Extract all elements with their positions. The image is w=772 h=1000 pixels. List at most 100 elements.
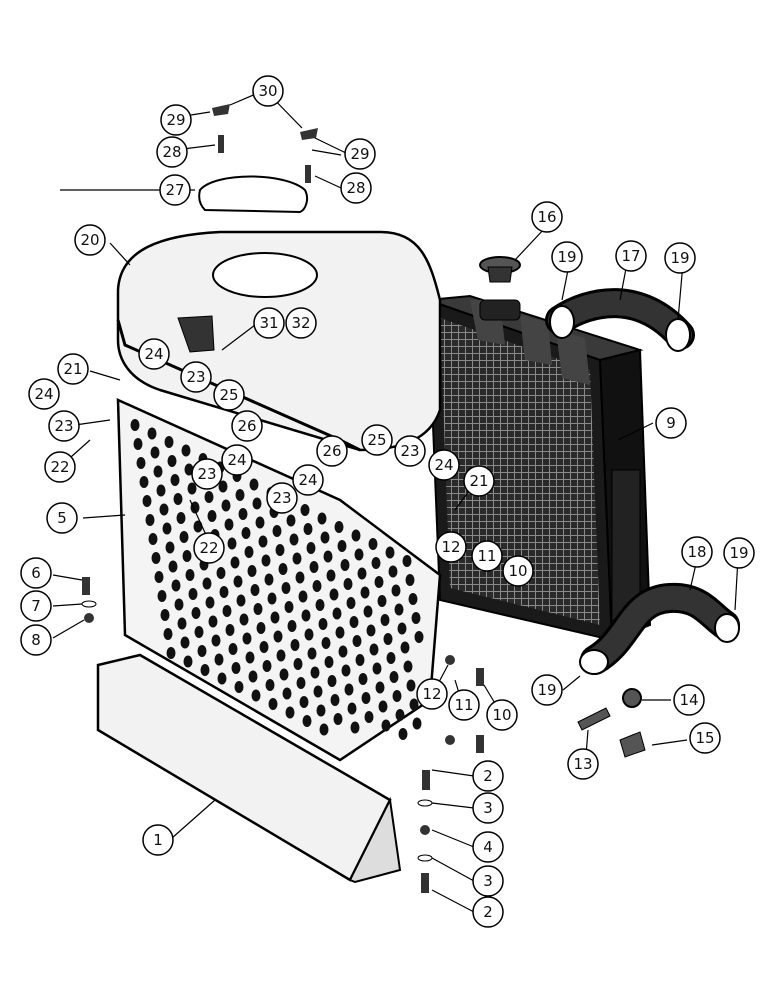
- grille-hole: [276, 649, 286, 662]
- callout-number: 8: [31, 631, 41, 649]
- grille-hole: [389, 671, 399, 683]
- grille-hole: [249, 478, 259, 491]
- grille-hole: [224, 518, 234, 531]
- grille-hole: [278, 563, 288, 575]
- callout-number: 22: [199, 539, 218, 557]
- grille-hole: [323, 550, 333, 563]
- grille-hole: [252, 497, 262, 510]
- callout-circle: [471, 540, 503, 572]
- callout-c30: 30: [252, 75, 284, 107]
- grille-hole: [236, 594, 246, 607]
- grille-hole: [147, 427, 157, 440]
- grille-hole: [304, 628, 314, 641]
- grille-hole: [357, 567, 367, 580]
- callout-c19d: 19: [531, 674, 563, 706]
- upper-hose: [545, 288, 695, 352]
- callout-circle: [394, 435, 426, 467]
- grille-hole: [349, 616, 359, 628]
- callout-c10b: 10: [486, 699, 518, 731]
- callout-circle: [673, 684, 705, 716]
- grille-hole: [341, 664, 351, 677]
- grille-hole: [338, 645, 348, 658]
- callout-circle: [655, 407, 687, 439]
- callout-number: 11: [477, 547, 496, 565]
- callout-number: 21: [469, 472, 488, 490]
- callout-number: 26: [237, 417, 256, 435]
- callout-number: 24: [298, 471, 317, 489]
- grille-hole: [352, 635, 362, 647]
- callout-number: 14: [679, 691, 698, 709]
- callout-c31: 31: [253, 307, 285, 339]
- callout-number: 7: [31, 597, 41, 615]
- grille-hole: [148, 533, 158, 545]
- callout-c4: 4: [472, 831, 504, 863]
- base-bracket: [96, 653, 402, 884]
- callout-circle: [266, 482, 298, 514]
- grille-hole: [262, 660, 272, 672]
- grille-hole: [282, 687, 292, 700]
- grille-hole: [162, 522, 172, 535]
- grille-hole: [293, 658, 303, 670]
- callout-circle: [340, 172, 372, 204]
- grille-hole: [361, 692, 371, 704]
- grille-hole: [217, 672, 227, 685]
- grille-hole: [222, 605, 232, 617]
- callout-number: 23: [54, 417, 73, 435]
- grille-hole: [273, 630, 283, 643]
- grille: [116, 398, 442, 762]
- callout-circle: [193, 532, 225, 564]
- callout-number: 23: [186, 368, 205, 386]
- grille-hole: [337, 540, 347, 552]
- grille-hole: [216, 567, 226, 579]
- grille-hole: [164, 436, 174, 448]
- grille-hole: [281, 582, 291, 594]
- grille-hole: [298, 590, 308, 603]
- callout-number: 29: [350, 145, 369, 163]
- callout-circle: [472, 792, 504, 824]
- grille-hole: [302, 715, 312, 727]
- grille-hole: [397, 622, 407, 635]
- grille-hole: [355, 654, 365, 666]
- top-cover: [116, 230, 442, 452]
- grille-hole: [368, 538, 378, 550]
- callout-circle: [435, 531, 467, 563]
- upper-plate: [198, 175, 309, 214]
- callout-circle: [28, 378, 60, 410]
- grille-hole: [239, 613, 249, 626]
- grille-hole: [272, 525, 282, 537]
- grille-hole: [251, 689, 261, 702]
- grille-hole: [295, 571, 305, 584]
- grille-hole: [330, 694, 340, 706]
- grille-hole: [268, 698, 278, 710]
- grille-hole: [176, 512, 186, 524]
- grille-hole: [255, 516, 265, 529]
- grille-hole: [301, 609, 311, 622]
- grille-hole: [207, 510, 217, 522]
- grille-hole: [366, 624, 376, 637]
- grille-hole: [259, 641, 269, 653]
- callout-c23c: 23: [191, 458, 223, 490]
- grille-hole: [247, 565, 257, 577]
- callout-circle: [316, 435, 348, 467]
- callout-c29a: 29: [160, 104, 192, 136]
- callout-c17: 17: [615, 240, 647, 272]
- grille-hole: [412, 717, 422, 730]
- callout-circle: [156, 136, 188, 168]
- callout-c9: 9: [655, 407, 687, 439]
- grille-hole: [171, 579, 181, 592]
- callout-circle: [48, 410, 80, 442]
- callout-c5: 5: [46, 502, 78, 534]
- grille-hole: [228, 643, 238, 655]
- callout-number: 2: [483, 767, 493, 785]
- grille-hole: [142, 495, 152, 507]
- grille-hole: [194, 626, 204, 638]
- grille-hole: [326, 569, 336, 582]
- grille-hole: [303, 523, 313, 535]
- grille-hole: [245, 651, 255, 664]
- callout-circle: [463, 465, 495, 497]
- grille-hole: [270, 611, 280, 624]
- grille-hole: [170, 474, 180, 486]
- callout-c2b: 2: [472, 896, 504, 928]
- callout-circle: [664, 242, 696, 274]
